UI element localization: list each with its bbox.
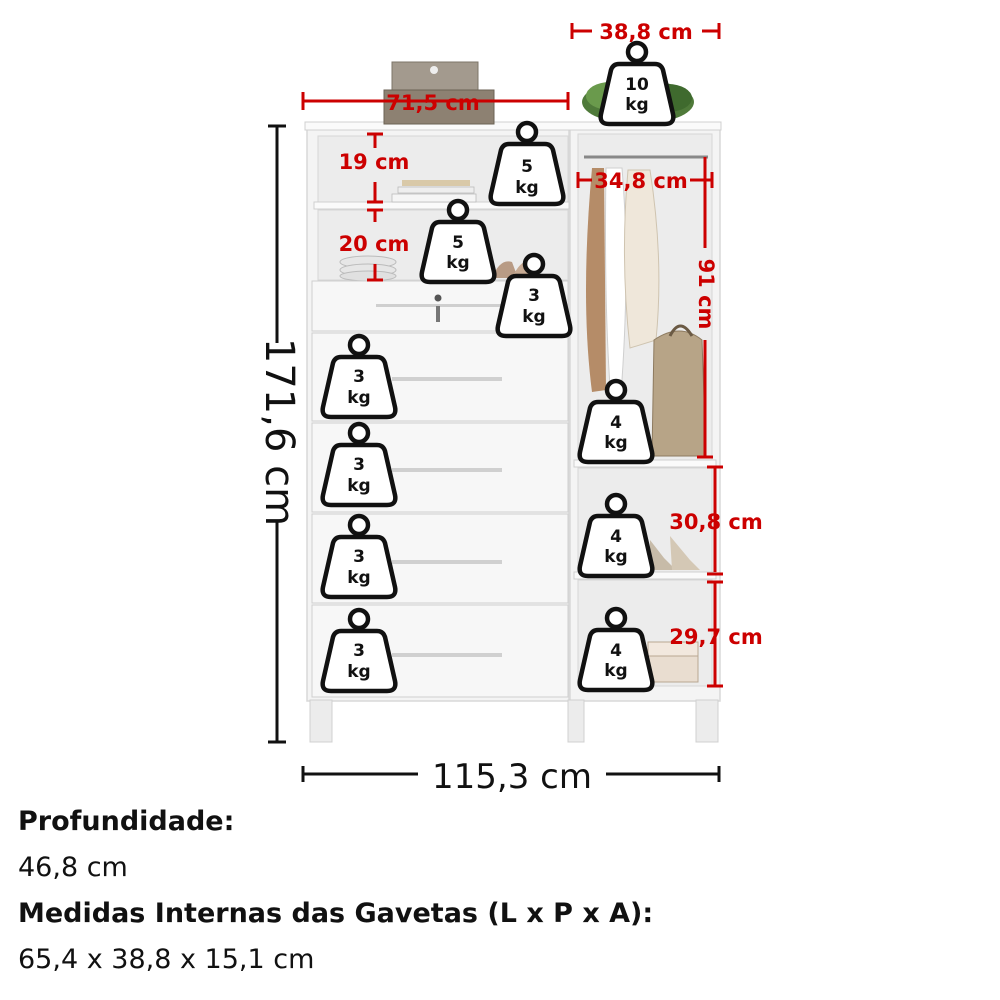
svg-text:kg: kg (347, 568, 370, 588)
right-module-width-label: 38,8 cm (599, 20, 692, 44)
svg-text:kg: kg (604, 661, 627, 681)
weight-icon-shelf1: 4 kg (580, 495, 653, 576)
total-width-label: 115,3 cm (432, 757, 592, 797)
weight-icon-hanging-bar: 4 kg (580, 381, 653, 462)
weight-icon-drawer2: 3 kg (323, 424, 396, 505)
svg-text:kg: kg (604, 433, 627, 453)
dimension-lines (268, 23, 723, 782)
hanging-width-label: 34,8 cm (594, 169, 687, 193)
weight-icon-small-drawer: 3 kg (498, 255, 571, 336)
niche1-height-label: 19 cm (339, 150, 410, 174)
weight-icon-niche-top: 5 kg (491, 123, 564, 204)
depth-value: 46,8 cm (18, 852, 128, 883)
shelf1-height-label: 30,8 cm (669, 510, 762, 534)
svg-text:kg: kg (446, 253, 469, 273)
svg-text:kg: kg (625, 95, 648, 115)
svg-text:kg: kg (347, 388, 370, 408)
books-decoration (391, 180, 477, 203)
weight-icon-drawer4: 3 kg (323, 610, 396, 691)
svg-text:10: 10 (625, 75, 649, 95)
drawer-size-value: 65,4 x 38,8 x 15,1 cm (18, 944, 315, 975)
top-width-label: 71,5 cm (386, 91, 479, 115)
svg-text:3: 3 (528, 286, 540, 306)
svg-text:3: 3 (353, 367, 365, 387)
depth-label: Profundidade: (18, 806, 235, 837)
svg-text:3: 3 (353, 641, 365, 661)
svg-text:kg: kg (604, 547, 627, 567)
svg-text:kg: kg (347, 662, 370, 682)
hanging-height-label: 91 cm (694, 259, 718, 330)
svg-text:kg: kg (522, 307, 545, 327)
weight-icon-niche-mid: 5 kg (422, 201, 495, 282)
niche2-height-label: 20 cm (339, 232, 410, 256)
clothes-decoration (586, 167, 707, 683)
svg-text:4: 4 (610, 413, 622, 433)
drawer-size-label: Medidas Internas das Gavetas (L x P x A)… (18, 898, 654, 929)
svg-text:5: 5 (521, 157, 533, 177)
svg-text:kg: kg (347, 476, 370, 496)
svg-text:5: 5 (452, 233, 464, 253)
svg-text:3: 3 (353, 455, 365, 475)
svg-text:4: 4 (610, 527, 622, 547)
svg-text:4: 4 (610, 641, 622, 661)
shelf2-height-label: 29,7 cm (669, 625, 762, 649)
weight-icon-drawer1: 3 kg (323, 336, 396, 417)
total-height-label: 171,6 cm (256, 338, 302, 526)
decor-box (383, 61, 495, 125)
weight-icon-top-right: 10 kg (601, 43, 674, 124)
svg-text:kg: kg (515, 178, 538, 198)
weight-icon-drawer3: 3 kg (323, 516, 396, 597)
svg-text:3: 3 (353, 547, 365, 567)
weight-icon-shelf2: 4 kg (580, 609, 653, 690)
